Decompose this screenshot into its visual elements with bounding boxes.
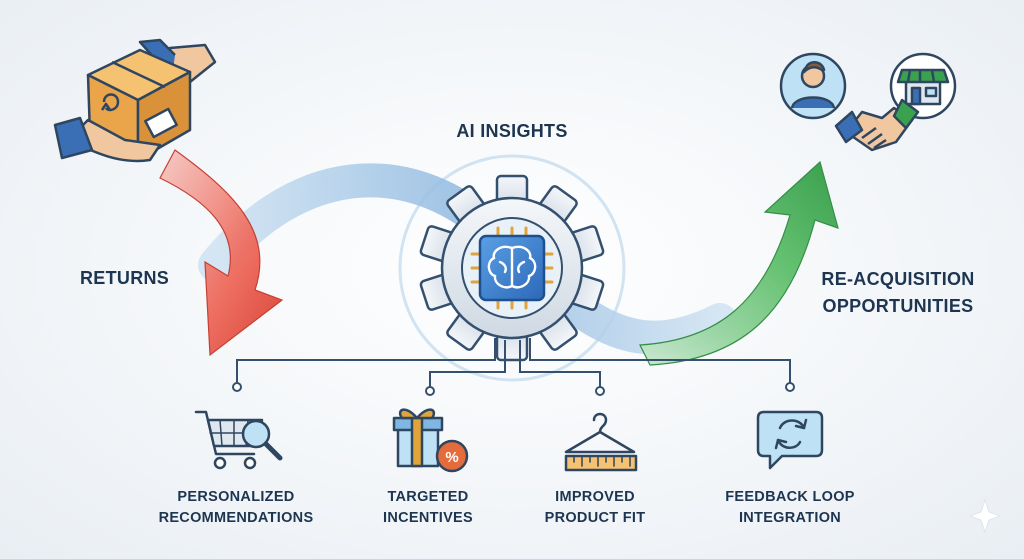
customer-store-handshake-icon [779, 52, 957, 152]
step-improved-product-fit: IMPROVED PRODUCT FIT [520, 487, 670, 529]
step-label-line1: PERSONALIZED [177, 489, 295, 505]
step-label-line2: RECOMMENDATIONS [158, 510, 314, 526]
ai-insights-title: AI INSIGHTS [456, 121, 568, 141]
sparkle-icon [968, 498, 1002, 534]
connector-dot [425, 386, 435, 396]
step-label-line2: INTEGRATION [738, 510, 842, 526]
reacquisition-line2: OPPORTUNITIES [822, 296, 974, 316]
connector-dot [785, 382, 795, 392]
feedback-loop-icon [756, 410, 824, 470]
svg-text:%: % [445, 449, 458, 466]
returns-arrow [159, 149, 284, 357]
connector-lines [236, 338, 791, 388]
gift-discount-icon: % [392, 408, 469, 473]
step-label-line2: PRODUCT FIT [544, 510, 646, 526]
connector-dot [595, 386, 605, 396]
step-label-line1: IMPROVED [555, 489, 635, 505]
hanger-ruler-icon [564, 412, 638, 472]
step-feedback-loop-integration: FEEDBACK LOOP INTEGRATION [700, 487, 880, 529]
step-targeted-incentives: TARGETED INCENTIVES [358, 487, 498, 529]
reacquisition-line1: RE-ACQUISITION [821, 269, 975, 289]
step-label-line1: TARGETED [387, 489, 469, 505]
step-personalized-recommendations: PERSONALIZED RECOMMENDATIONS [146, 487, 326, 529]
brain-chip-icon [470, 226, 554, 310]
step-label-line1: FEEDBACK LOOP [725, 489, 855, 505]
reacquisition-label: RE-ACQUISITION OPPORTUNITIES [788, 266, 1008, 320]
cart-magnifier-icon [194, 410, 283, 470]
reacquisition-arrow [639, 160, 839, 366]
step-label-line2: INCENTIVES [382, 510, 473, 526]
glow-ring [398, 154, 626, 382]
connector-dot [232, 382, 242, 392]
returns-label: RETURNS [80, 268, 170, 288]
box-hands-icon [53, 38, 217, 163]
